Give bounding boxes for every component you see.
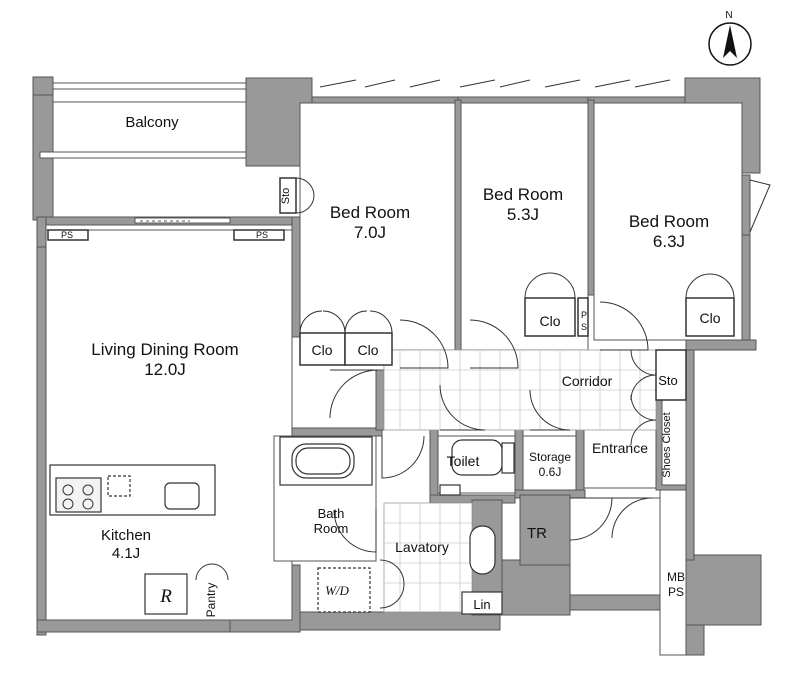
closet-bed1a-label: Clo bbox=[311, 342, 332, 358]
washer-dryer-label: W/D bbox=[325, 583, 349, 598]
entrance-label: Entrance bbox=[592, 440, 648, 456]
kitchen-name: Kitchen bbox=[101, 527, 151, 544]
corridor-tiles bbox=[383, 349, 657, 613]
lavatory-label: Lavatory bbox=[395, 539, 449, 555]
north-arrow-icon bbox=[723, 25, 737, 58]
closet-boxes bbox=[47, 177, 735, 401]
pantry-label: Pantry bbox=[204, 583, 218, 618]
closet-bed3-label: Clo bbox=[699, 310, 720, 326]
closet-labels: Sto Clo Clo Clo P S Clo Sto PS PS bbox=[61, 188, 721, 388]
closet-bed1b-label: Clo bbox=[357, 342, 378, 358]
compass: N bbox=[708, 10, 752, 66]
ps-label: PS bbox=[668, 585, 684, 599]
storage-corridor-label: Sto bbox=[658, 373, 678, 388]
kitchen-size: 4.1J bbox=[112, 545, 140, 562]
ps-bed2-p: P bbox=[581, 310, 587, 320]
bedroom1-size: 7.0J bbox=[354, 223, 386, 242]
stove-burners bbox=[62, 484, 94, 510]
compass-letter: N bbox=[725, 10, 732, 21]
balcony-label: Balcony bbox=[125, 114, 179, 131]
mb-label: MB bbox=[667, 570, 685, 584]
bedroom2-size: 5.3J bbox=[507, 205, 539, 224]
bedroom3-name: Bed Room bbox=[629, 212, 709, 231]
living-room-name: Living Dining Room bbox=[91, 340, 238, 359]
corridor-label: Corridor bbox=[562, 373, 613, 389]
ps-bed2-s: S bbox=[581, 322, 587, 332]
fixtures bbox=[49, 436, 515, 615]
living-room-size: 12.0J bbox=[144, 360, 186, 379]
closet-bed2-label: Clo bbox=[539, 313, 560, 329]
balcony-rail bbox=[39, 82, 247, 224]
door-swings bbox=[195, 79, 771, 609]
storage-name: Storage bbox=[529, 450, 571, 464]
toilet-label: Toilet bbox=[447, 453, 480, 469]
storage-size: 0.6J bbox=[539, 465, 562, 479]
bath-label-1: Bath bbox=[318, 506, 345, 521]
mb-ps-shaft bbox=[659, 489, 687, 656]
room-labels: Balcony Bed Room 7.0J Bed Room 5.3J Bed … bbox=[91, 114, 709, 617]
shoes-closet-label: Shoes Closet bbox=[661, 412, 673, 477]
linen-label: Lin bbox=[473, 597, 490, 612]
bedroom2-name: Bed Room bbox=[483, 185, 563, 204]
bath-label-2: Room bbox=[314, 521, 349, 536]
bedroom1-name: Bed Room bbox=[330, 203, 410, 222]
ps-balcony-left: PS bbox=[61, 230, 73, 240]
refrigerator-label: R bbox=[159, 586, 172, 607]
floor-areas bbox=[45, 101, 743, 621]
bedroom3-size: 6.3J bbox=[653, 232, 685, 251]
ps-balcony-right: PS bbox=[256, 230, 268, 240]
tr-label: TR bbox=[527, 525, 547, 542]
storage-bed1-label: Sto bbox=[280, 188, 292, 205]
